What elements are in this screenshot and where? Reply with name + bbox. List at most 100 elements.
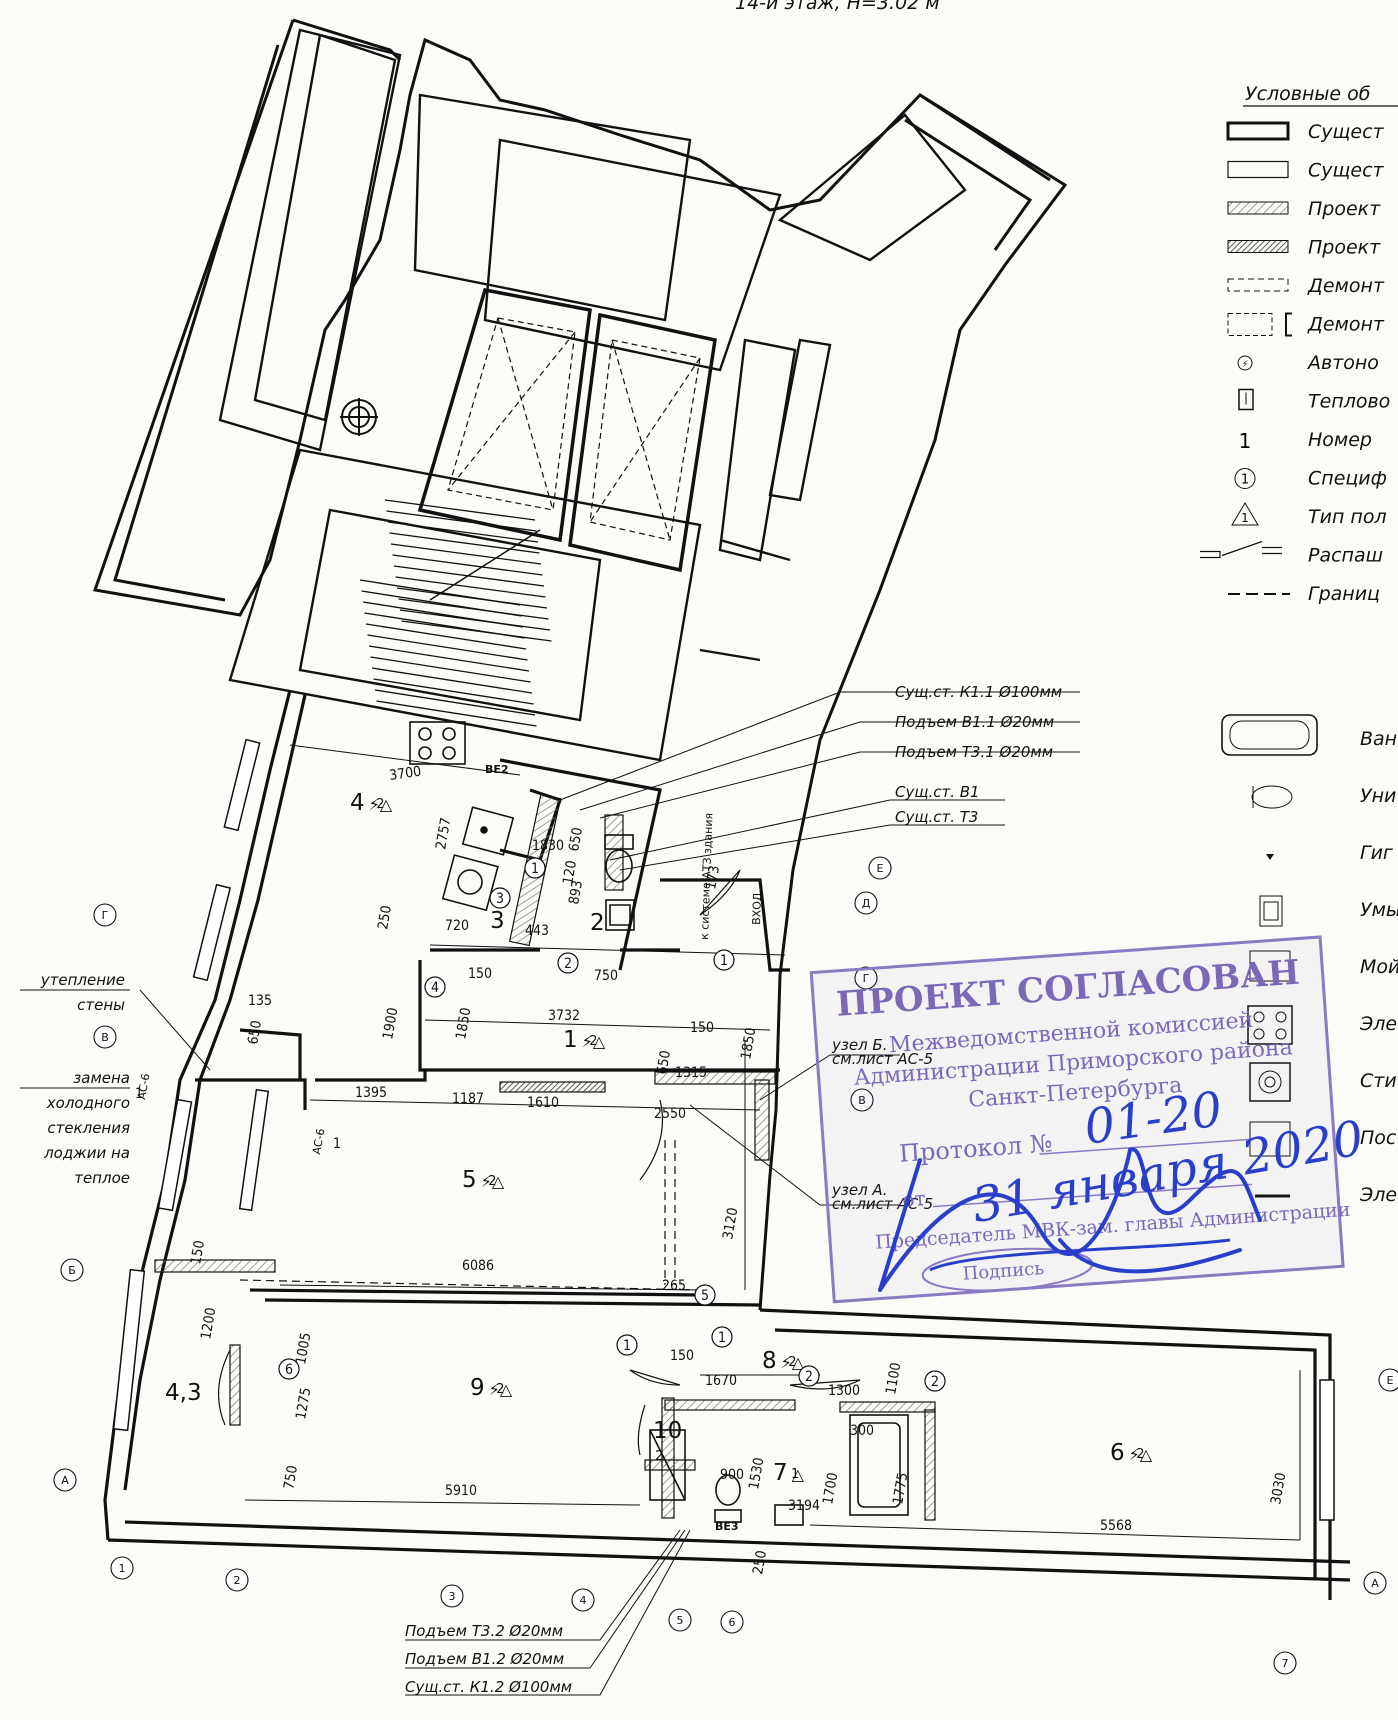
spec-mark-3: 2	[557, 952, 579, 974]
legend-label-1: Сущест	[1308, 160, 1385, 182]
legend-item-2: Проект	[1227, 198, 1381, 220]
sink-icon	[461, 806, 515, 856]
legend-fixture-label-2: Гиг	[1360, 842, 1394, 864]
svg-text:1: 1	[720, 953, 728, 969]
dimension-9: 250	[375, 904, 395, 930]
room-7-label: 7△1	[773, 1460, 805, 1486]
dark-hatched-rect-icon	[1227, 240, 1289, 253]
legend-fixture-1: Уни	[1251, 785, 1396, 809]
svg-text:3: 3	[496, 891, 504, 907]
legend-fixture-2: Гиг	[1266, 842, 1394, 864]
dimension-41: 3194	[788, 1498, 820, 1514]
riser-note: к системе АТЗ здания	[698, 813, 715, 940]
svg-text:Г: Г	[102, 909, 109, 922]
dimension-22: 650	[654, 1049, 674, 1075]
node-a-1: узел А.	[831, 1181, 887, 1199]
svg-text:В: В	[858, 1094, 866, 1107]
spec-mark-5: 2	[798, 1365, 820, 1387]
legend-fixture-label-0: Ван	[1360, 728, 1397, 750]
axis-row-3: Г	[93, 903, 117, 927]
plan-header: 14-й этаж, Н=3.02 м	[735, 0, 940, 14]
dimension-33: 1670	[705, 1373, 737, 1389]
spec-mark-7: 6	[278, 1358, 300, 1380]
dimension-lines	[244, 744, 1301, 1541]
dimension-21: 1610	[527, 1095, 559, 1111]
legend-item-7: Теплово	[1238, 388, 1390, 413]
legend-label-3: Проект	[1308, 237, 1381, 259]
legend-item-6: ⚡︎Автоно	[1237, 352, 1379, 374]
svg-text:6: 6	[285, 1362, 293, 1378]
dimension-20: 1187	[452, 1091, 484, 1107]
svg-text:Е: Е	[877, 862, 884, 875]
dimension-11: 750	[594, 968, 618, 984]
stove-icon	[1247, 1005, 1293, 1045]
dimension-15: 1850	[453, 1006, 474, 1040]
dimension-34: 1300	[828, 1383, 860, 1399]
approval-stamp: ПРОЕКТ СОГЛАСОВАН Межведомственной комис…	[809, 935, 1351, 1304]
dimension-29: 1200	[198, 1306, 219, 1340]
windows	[112, 738, 1335, 1521]
axis-row-6: Б	[60, 1258, 84, 1282]
room-1-label: 1⚡︎△2	[563, 1027, 606, 1053]
thin-rect-icon	[1227, 160, 1289, 179]
demolition-lines	[239, 1140, 701, 1291]
callout-t3-1: Подъем Т3.1 Ø20мм	[895, 743, 1053, 761]
axis-row-9: А	[1363, 1571, 1387, 1595]
dimension-45: 5568	[1100, 1518, 1132, 1534]
core-structure	[218, 28, 967, 762]
axis-col-6: 7	[1273, 1651, 1297, 1675]
svg-text:А: А	[61, 1474, 69, 1487]
callout-t3: Сущ.ст. Т3	[895, 808, 978, 826]
legend-label-2: Проект	[1308, 198, 1381, 220]
thick-rect-icon	[1226, 121, 1290, 141]
legend-title: Условные об	[1245, 83, 1371, 105]
node-b-1: узел Б.	[831, 1036, 888, 1054]
washbasin-icon	[605, 899, 804, 1526]
toilet-icon	[1251, 785, 1293, 809]
svg-text:4: 4	[580, 1594, 587, 1607]
svg-text:2: 2	[805, 1369, 813, 1385]
legend-item-11: Распаш	[1200, 540, 1383, 567]
sink-icon	[1249, 950, 1291, 982]
note-line-2: стены	[77, 996, 125, 1014]
legend-label-5: Демонт	[1307, 314, 1385, 336]
spec-mark-9: 2	[924, 1370, 946, 1392]
detector-icon: ⚡︎	[1237, 355, 1253, 371]
svg-text:Б: Б	[68, 1264, 76, 1277]
legend-fixture-label-5: Эле	[1359, 1013, 1397, 1035]
dimension-32: 150	[670, 1348, 694, 1364]
svg-text:5: 5	[701, 1288, 709, 1304]
axis-col-3: 4	[571, 1588, 595, 1612]
number-icon: 1	[1239, 429, 1252, 453]
legend: Условные об СущестСущестПроектПроектДемо…	[1200, 83, 1398, 1206]
bidet-icon	[1266, 854, 1274, 860]
svg-text:5: 5	[677, 1614, 684, 1627]
axis-row-1: Д	[854, 891, 878, 915]
spec-mark-10: 1	[524, 857, 546, 879]
legend-label-4: Демонт	[1307, 275, 1385, 297]
callout-v1-1: Подъем В1.1 Ø20мм	[895, 713, 1054, 731]
callouts-left: утепление стены замена холодного стеклен…	[20, 971, 341, 1187]
dimension-17: 150	[690, 1020, 714, 1036]
axis-row-4: В	[93, 1025, 117, 1049]
dashed-bracket-icon	[1227, 312, 1292, 337]
dimension-5: 893	[566, 879, 586, 905]
legend-fixture-5: Эле	[1247, 1005, 1397, 1045]
dimension-1: 2757	[433, 816, 454, 850]
ac6-ref-b-num: 1	[333, 1136, 341, 1152]
ac6-ref-b: АС-6	[310, 1127, 327, 1155]
callout-v1-2: Подъем В1.2 Ø20мм	[405, 1650, 564, 1668]
bathtub-icon	[849, 1414, 909, 1516]
callouts-bottom: Подъем Т3.2 Ø20мм Подъем В1.2 Ø20мм Сущ.…	[405, 1622, 572, 1696]
legend-fixture-label-7: Пос	[1360, 1127, 1397, 1149]
shower-icon	[649, 1429, 686, 1501]
axis-markers: ЕДГГВВБАЕА1234567	[53, 856, 1398, 1675]
note-line-4: холодного	[46, 1094, 130, 1112]
be2-tag: ВЕ2	[485, 763, 509, 776]
room-4-label: 4⚡︎△2	[350, 790, 393, 816]
svg-text:В: В	[101, 1031, 109, 1044]
legend-item-4: Демонт	[1227, 275, 1385, 297]
dimension-24: 2550	[654, 1106, 686, 1122]
